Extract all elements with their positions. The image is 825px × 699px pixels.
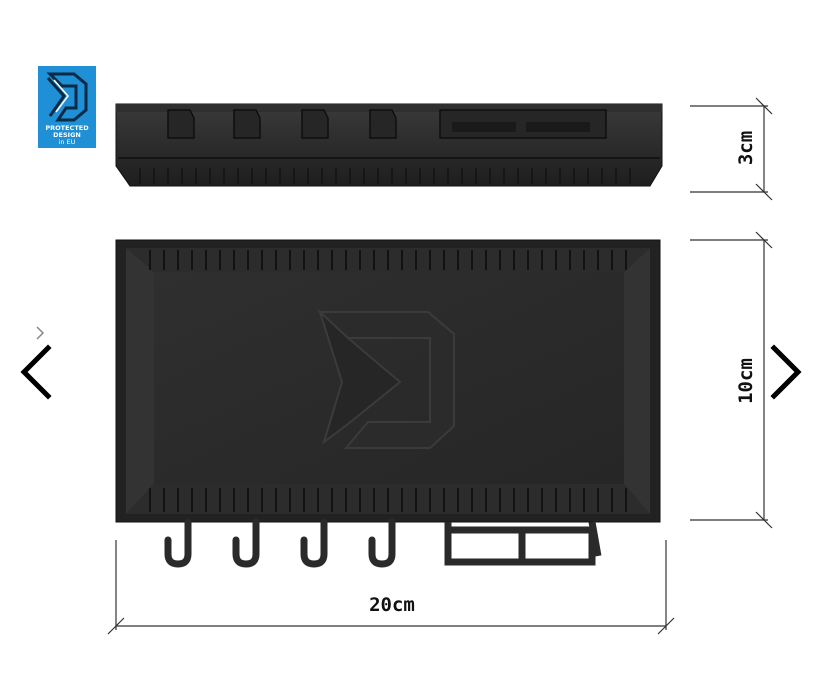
small-chevron-right-icon[interactable] xyxy=(33,324,47,342)
next-button[interactable] xyxy=(764,342,808,402)
product-side-view xyxy=(115,103,663,187)
embossed-logo-icon xyxy=(317,308,455,449)
width-dimension-label: 20cm xyxy=(369,594,415,616)
chevron-left-icon xyxy=(20,344,52,400)
previous-button[interactable] xyxy=(14,342,58,402)
chevron-right-icon xyxy=(770,344,802,400)
height-dimension-label: 3cm xyxy=(735,130,757,166)
protected-design-badge: PROTECTED DESIGN in EU xyxy=(38,66,96,148)
badge-line-1: PROTECTED xyxy=(45,124,89,132)
product-top-view xyxy=(115,239,661,568)
badge-line-2: DESIGN xyxy=(53,131,81,139)
depth-dimension-label: 10cm xyxy=(735,358,757,404)
logo-icon xyxy=(46,72,88,122)
badge-line-3: in EU xyxy=(58,138,76,146)
